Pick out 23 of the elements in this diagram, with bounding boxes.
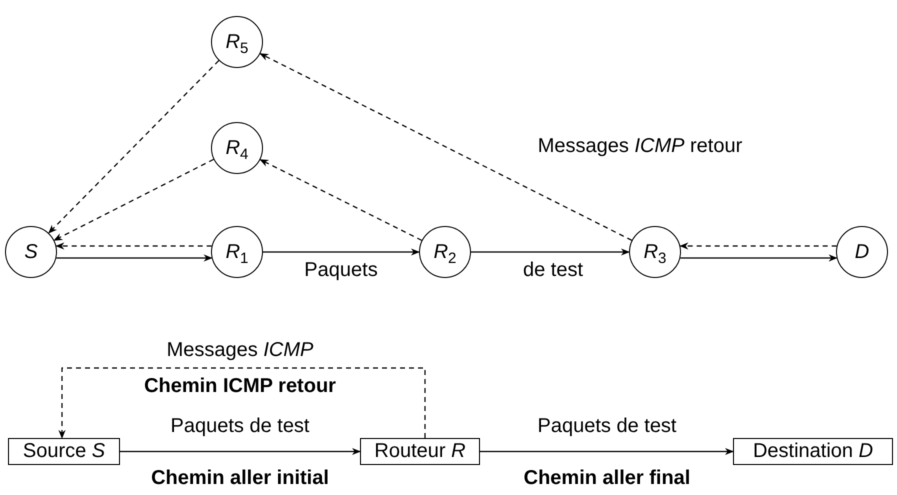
- node-circle: R$_{2}$: [419, 226, 471, 278]
- node-circle: D: [836, 226, 888, 278]
- node-circle: R$_{4}$: [211, 122, 263, 174]
- dashed-arrow: [259, 159, 422, 241]
- node-box: Routeur R: [360, 438, 480, 465]
- arrow: [56, 254, 213, 262]
- arrow: [480, 448, 734, 456]
- node-circle: R$_{5}$: [211, 16, 263, 68]
- arrow: [471, 248, 630, 256]
- node-circle: R$_{3}$: [629, 226, 681, 278]
- arrow: [680, 254, 838, 262]
- dashed-arrow: [58, 367, 426, 439]
- node-circle: R$_{1}$: [211, 226, 263, 278]
- dashed-arrow: [679, 242, 837, 250]
- node-circle: S: [5, 226, 57, 278]
- node-box: Destination D: [733, 438, 893, 465]
- arrow: [263, 248, 420, 256]
- dashed-arrow: [53, 158, 214, 241]
- node-box: Source S: [8, 438, 120, 465]
- dashed-arrow: [48, 60, 220, 234]
- arrow: [120, 448, 361, 456]
- dashed-arrow: [259, 53, 632, 241]
- dashed-arrow: [55, 242, 212, 250]
